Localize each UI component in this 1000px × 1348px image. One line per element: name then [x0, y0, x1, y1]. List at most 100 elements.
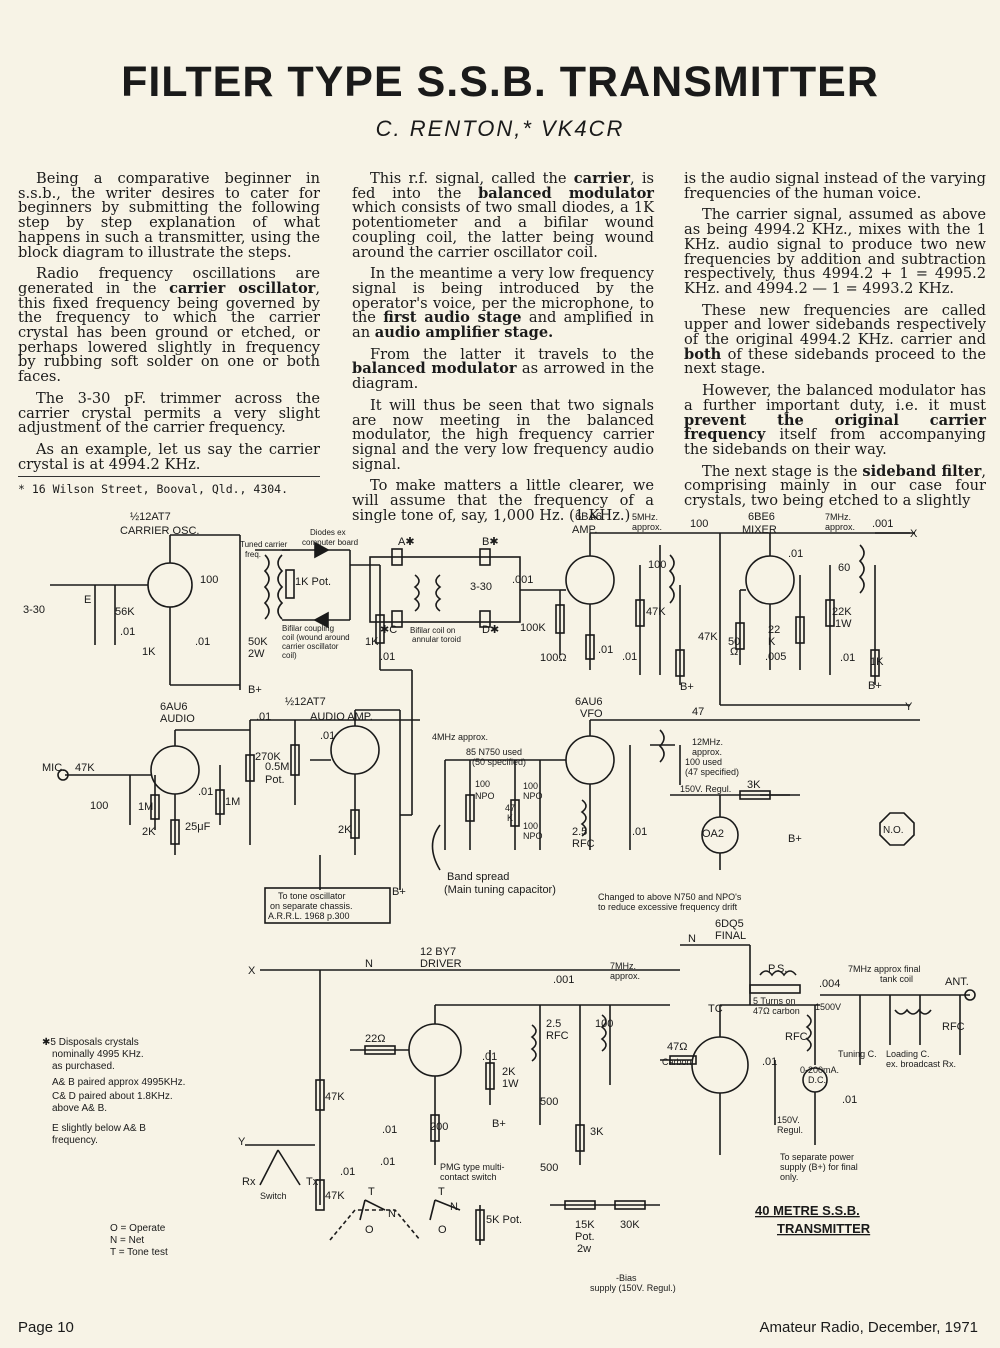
stage-label: AMP.	[572, 524, 597, 536]
component-label: 3K	[590, 1126, 604, 1138]
signal-label: X	[248, 965, 256, 977]
tube-label: 6BA6	[575, 511, 602, 523]
component-label: 150V. Regul.	[680, 784, 731, 794]
component-label: Carbon	[662, 1057, 692, 1067]
component-label: 5K Pot.	[486, 1214, 522, 1226]
component-label: 3-30	[23, 604, 45, 616]
switch-label: Rx	[242, 1176, 256, 1188]
component-label: 2.5	[546, 1018, 561, 1030]
note-text: To tone oscillator	[278, 891, 346, 901]
component-label: K	[507, 813, 513, 823]
component-label: .001	[872, 518, 893, 530]
component-label: .001	[553, 974, 574, 986]
crystal-label: ✱C	[380, 624, 397, 636]
input-label: MIC.	[42, 762, 65, 774]
component-label: 3K	[747, 779, 761, 791]
component-label: 7MHz approx final	[848, 964, 921, 974]
component-label: 47	[692, 706, 704, 718]
paragraph: Being a comparative beginner in s.s.b., …	[18, 170, 320, 261]
component-label: approx.	[632, 522, 662, 532]
component-label: .001	[512, 574, 533, 586]
component-label: RFC	[785, 1031, 808, 1043]
author-byline: C. RENTON,* VK4CR	[375, 116, 625, 141]
note-text: Changed to above N750 and NPO's	[598, 892, 742, 902]
component-label: NPO	[523, 791, 543, 801]
component-label: .01	[382, 1124, 397, 1136]
crystal-note: above A& B.	[52, 1103, 107, 1114]
component-label: tank coil	[880, 974, 913, 984]
supply-label: B+	[680, 681, 694, 693]
switch-label: O	[438, 1224, 447, 1236]
component-label: Diodes ex	[310, 528, 346, 537]
component-label: K	[768, 636, 776, 648]
diagram-caption: TRANSMITTER	[777, 1221, 871, 1236]
component-label: 100	[523, 821, 538, 831]
paragraph: The 3-30 pF. trimmer across the carrier …	[18, 389, 320, 437]
component-label: 25μF	[185, 821, 211, 833]
component-label: 50K	[248, 636, 268, 648]
component-label: 47Ω carbon	[753, 1006, 800, 1016]
component-label: 1W	[835, 618, 852, 630]
note-text: PMG type multi-	[440, 1162, 505, 1172]
component-label: TC	[708, 1003, 723, 1015]
tube-label: 6BE6	[748, 511, 775, 523]
component-label: 56K	[115, 606, 135, 618]
paragraph: In the meantime a very low frequency sig…	[352, 265, 654, 342]
legend-item: O = Operate	[110, 1223, 166, 1234]
switch-label: O	[365, 1224, 374, 1236]
crystal-note: frequency.	[52, 1135, 98, 1146]
supply-label: B+	[868, 680, 882, 692]
component-label: 1M	[225, 796, 240, 808]
component-label: .004	[819, 978, 840, 990]
supply-label: B+	[248, 684, 262, 696]
component-label: Bifilar coil on	[410, 626, 455, 635]
paragraph: This r.f. signal, called the carrier, is…	[352, 170, 654, 261]
supply-label: B+	[492, 1118, 506, 1130]
component-label: N	[688, 933, 696, 945]
paragraph: From the latter it travels to the balanc…	[352, 345, 654, 393]
text-column-2: This r.f. signal, called the carrier, is…	[352, 170, 654, 530]
signal-label: X	[910, 528, 918, 540]
crystal-label: E	[84, 594, 91, 606]
component-label: NPO	[523, 831, 543, 841]
text-column-1: Being a comparative beginner in s.s.b., …	[18, 170, 321, 479]
component-label: .01	[762, 1056, 777, 1068]
component-label: 100	[595, 1018, 613, 1030]
stage-label: AUDIO	[160, 713, 195, 725]
component-label: P.S.	[768, 963, 787, 975]
component-label: approx.	[825, 522, 855, 532]
component-label: Tuning C.	[838, 1049, 877, 1059]
crystal-note: A& B paired approx 4995KHz.	[52, 1077, 185, 1088]
note-text: To separate power	[780, 1152, 854, 1162]
component-label: .01	[340, 1166, 355, 1178]
component-label: 3-30	[470, 581, 492, 593]
paragraph: Radio frequency oscillations are generat…	[18, 265, 321, 386]
component-label: 22Ω	[365, 1033, 385, 1045]
component-label: 2w	[577, 1243, 591, 1255]
component-label: 1K	[365, 636, 379, 648]
component-label: .01	[120, 626, 135, 638]
component-label: freq.	[245, 550, 261, 559]
switch-label: N	[388, 1208, 396, 1220]
component-label: (47 specified)	[685, 767, 739, 777]
note-text: (Main tuning capacitor)	[444, 884, 556, 896]
crystal-note: nominally 4995 KHz.	[52, 1049, 144, 1060]
component-label: Tuned carrier	[240, 540, 288, 549]
signal-label: Y	[238, 1136, 246, 1148]
component-label: 5MHz.	[632, 512, 658, 522]
legend-item: T = Tone test	[110, 1247, 168, 1258]
note-text: A.R.R.L. 1968 p.300	[268, 911, 350, 921]
component-label: 47K	[325, 1190, 345, 1202]
tube-label: 6AU6	[575, 696, 603, 708]
text-column-3: is the audio signal instead of the varyi…	[684, 171, 986, 516]
component-label: 2W	[248, 648, 265, 660]
note-text: -Bias	[616, 1273, 637, 1283]
component-label: 4MHz approx.	[432, 732, 488, 742]
component-label: 1K	[142, 646, 156, 658]
component-label: .01	[256, 711, 271, 723]
component-label: 85 N750 used	[466, 747, 522, 757]
component-label: 2K	[142, 826, 156, 838]
note-text: Band spread	[447, 871, 509, 883]
component-label: 47	[505, 803, 515, 813]
component-label: RFC	[546, 1030, 569, 1042]
